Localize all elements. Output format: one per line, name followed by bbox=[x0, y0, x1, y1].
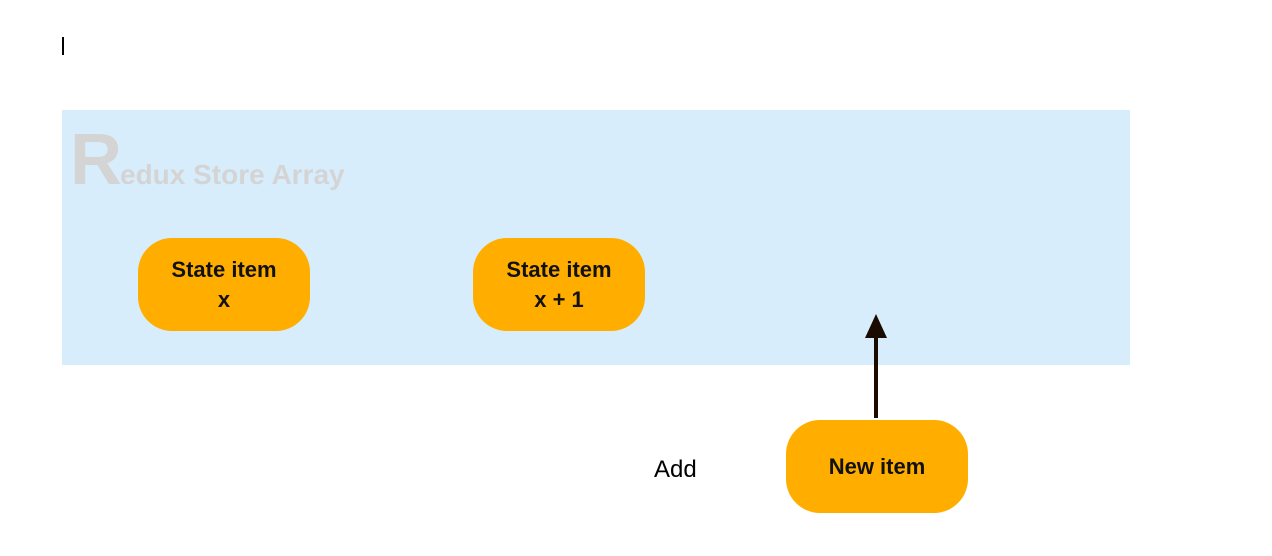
store-title: Redux Store Array bbox=[70, 124, 345, 196]
new-item-node: New item bbox=[786, 420, 968, 513]
state-item-x-node: State item x bbox=[138, 238, 310, 331]
add-label: Add bbox=[654, 456, 697, 483]
add-arrow-head bbox=[865, 314, 887, 338]
store-title-initial: R bbox=[70, 120, 122, 200]
text-cursor bbox=[62, 37, 64, 55]
store-title-rest: edux Store Array bbox=[120, 159, 345, 190]
state-item-x-plus-1-node: State item x + 1 bbox=[473, 238, 645, 331]
